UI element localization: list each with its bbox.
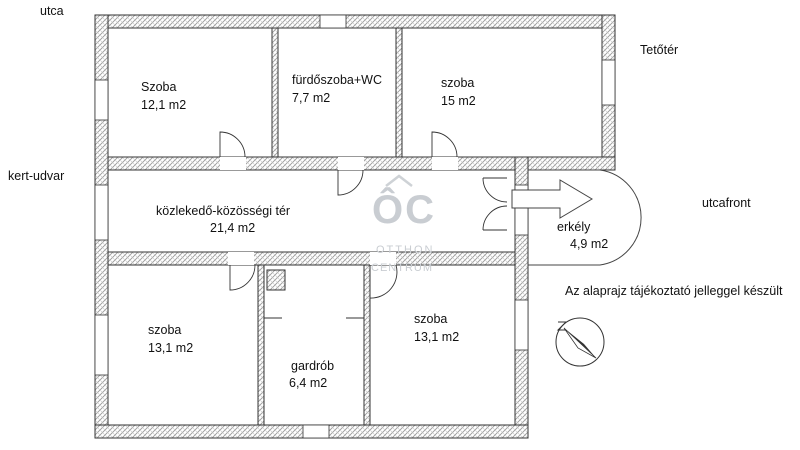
room-name: közlekedő-közösségi tér	[156, 204, 291, 218]
room-name: szoba	[414, 312, 448, 326]
room-area: 21,4 m2	[210, 221, 256, 235]
window-right-top	[601, 59, 616, 106]
room-name: fürdőszoba+WC	[292, 73, 382, 87]
watermark-line2: CENTRUM	[371, 262, 433, 274]
wall-div-3	[257, 264, 265, 426]
room-area: 6,4 m2	[289, 376, 328, 390]
label-street: utca	[40, 4, 64, 18]
label-attic: Tetőtér	[640, 43, 679, 57]
disclaimer-note: Az alaprajz tájékoztató jelleggel készül…	[565, 284, 783, 298]
balcony-outline	[528, 169, 642, 266]
window-left-szoba	[94, 79, 109, 121]
interior-walls	[107, 27, 516, 426]
room-name: erkély	[557, 220, 591, 234]
room-name: szoba	[441, 76, 475, 90]
chimney	[266, 269, 286, 291]
wall-div-1	[271, 27, 279, 158]
label-garden: kert-udvar	[8, 169, 65, 183]
label-street-front: utcafront	[702, 196, 751, 210]
window-top-bath	[319, 14, 347, 29]
room-area: 12,1 m2	[141, 98, 187, 112]
window-right-bottom	[514, 299, 529, 351]
window-left-hall	[94, 184, 109, 241]
wall-top	[94, 14, 616, 29]
watermark-line1: OTTHON	[376, 244, 435, 256]
watermark-logo	[385, 174, 413, 187]
window-left-bottom	[94, 314, 109, 376]
compass-icon	[555, 317, 605, 367]
room-area: 13,1 m2	[414, 330, 460, 344]
wall-bottom-rooms-top	[107, 251, 516, 266]
window-bottom-gardrob	[302, 424, 330, 439]
room-area: 13,1 m2	[148, 341, 194, 355]
wall-right-step	[514, 156, 616, 171]
entrance-arrow	[511, 179, 593, 219]
doors	[219, 131, 508, 319]
wall-div-2	[395, 27, 403, 158]
room-name: szoba	[148, 323, 182, 337]
wall-top-rooms-bottom	[107, 156, 516, 171]
wall-div-4	[363, 264, 371, 426]
room-area: 4,9 m2	[570, 237, 609, 251]
room-name: Szoba	[141, 80, 177, 94]
room-area: 7,7 m2	[292, 91, 331, 105]
room-area: 15 m2	[441, 94, 476, 108]
room-name: gardrób	[291, 359, 335, 373]
watermark-mark: ÔC	[372, 188, 436, 232]
